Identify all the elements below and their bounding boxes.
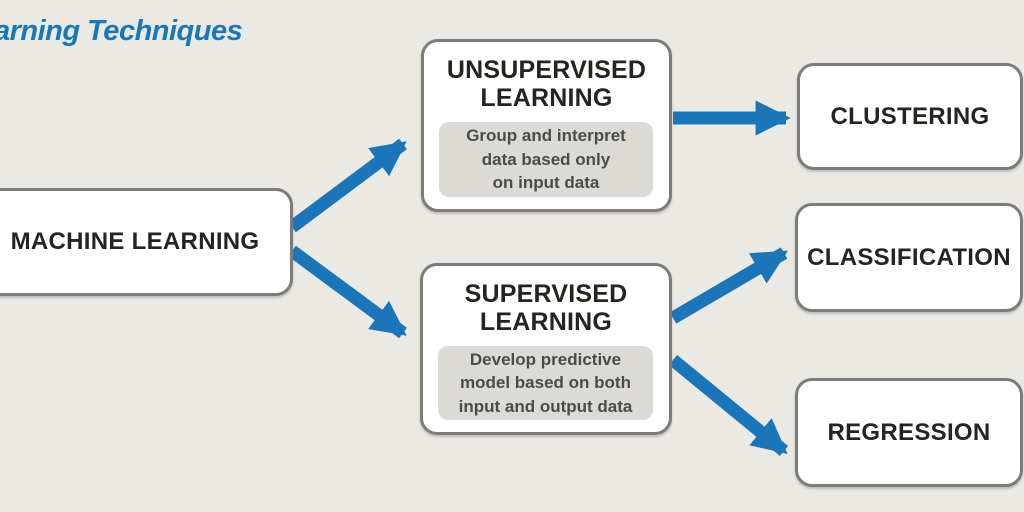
unsupervised-title-line1: UNSUPERVISED [446, 56, 647, 84]
arrow-ml-to-unsupervised [288, 138, 407, 233]
node-classification: CLASSIFICATION [795, 203, 1023, 312]
unsupervised-desc-line3: on input data [492, 173, 600, 193]
supervised-description-panel: Develop predictive model based on both i… [438, 346, 653, 420]
node-unsupervised-learning: UNSUPERVISED LEARNING Group and interpre… [421, 39, 672, 212]
supervised-desc-line2: model based on both [460, 373, 631, 393]
arrow-supervised-to-regression [668, 354, 789, 457]
unsupervised-desc-line1: Group and interpret [466, 126, 626, 146]
arrow-ml-to-supervised [288, 245, 407, 339]
classification-label: CLASSIFICATION [807, 243, 1011, 271]
node-regression: REGRESSION [795, 378, 1023, 487]
unsupervised-title-line2: LEARNING [480, 83, 613, 112]
clustering-label: CLUSTERING [830, 102, 990, 130]
unsupervised-title: UNSUPERVISED LEARNING [446, 56, 647, 112]
supervised-desc-line1: Develop predictive [469, 349, 622, 369]
supervised-title-line2: LEARNING [479, 307, 613, 336]
unsupervised-desc-line2: data based only [481, 149, 611, 169]
arrow-supervised-to-classification [669, 247, 789, 324]
supervised-title-line1: SUPERVISED [464, 280, 628, 308]
node-supervised-learning: SUPERVISED LEARNING Develop predictive m… [420, 263, 672, 435]
regression-label: REGRESSION [827, 418, 991, 446]
machine-learning-label: MACHINE LEARNING [10, 228, 260, 255]
node-clustering: CLUSTERING [797, 63, 1023, 170]
supervised-desc-line3: input and output data [458, 396, 633, 416]
page-title: arning Techniques [0, 15, 243, 47]
supervised-title: SUPERVISED LEARNING [464, 280, 628, 336]
node-machine-learning: MACHINE LEARNING [0, 188, 293, 296]
unsupervised-description-panel: Group and interpret data based only on i… [439, 122, 653, 197]
